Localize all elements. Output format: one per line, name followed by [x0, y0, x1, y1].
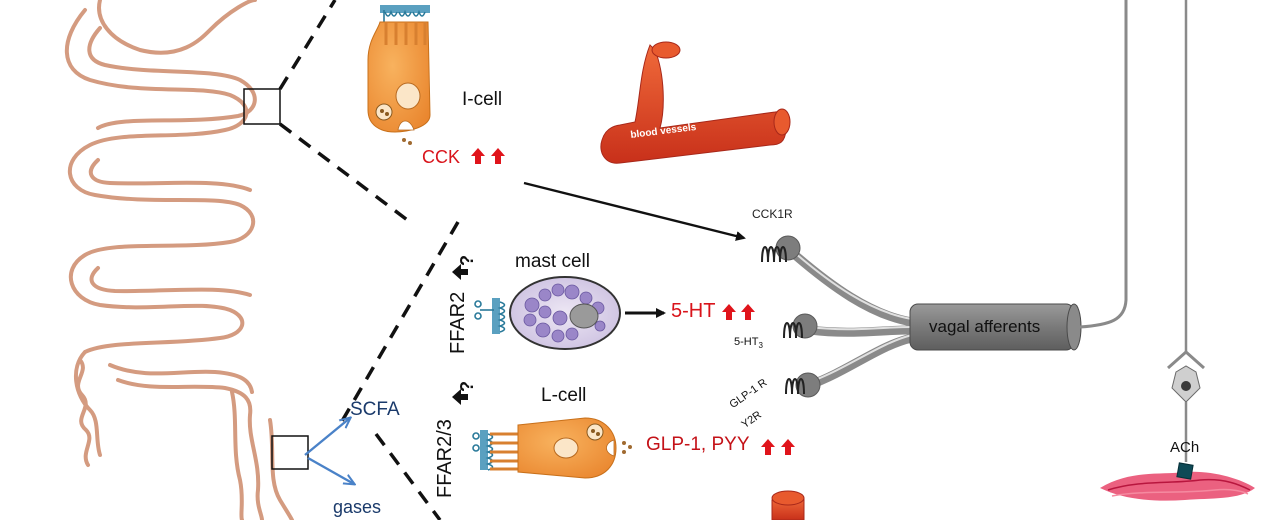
mast-cell	[474, 276, 621, 350]
colon-ascending	[97, 0, 257, 55]
granule-icon	[586, 423, 604, 441]
serotonin-increase-icon	[722, 304, 755, 320]
ffar23-question-label: ?	[457, 381, 477, 392]
neuron-icon	[1171, 365, 1201, 462]
cck-label: CCK	[422, 147, 461, 167]
zoom-box-upper	[243, 88, 281, 125]
vagal-to-brain-line	[1079, 0, 1128, 329]
receptor-coils	[761, 246, 805, 395]
l-cell-label: L-cell	[541, 385, 587, 406]
5ht3-subscript: 3	[758, 341, 763, 351]
small-intestine-outer	[64, 8, 256, 354]
i-cell-label: I-cell	[462, 89, 503, 110]
target-tissue	[1100, 462, 1255, 501]
mast-cell-label: mast cell	[515, 251, 590, 272]
colon-wavy-3	[116, 378, 264, 520]
ffar23-label: FFAR2/3	[434, 419, 456, 498]
small-intestine-inner-2	[88, 158, 252, 192]
5ht3-prefix: 5-HT	[734, 336, 759, 348]
blood-vessel-lower	[771, 490, 805, 520]
cck1r-label: CCK1R	[752, 207, 793, 221]
cck-increase-icon	[471, 148, 505, 164]
colon-wavy-1	[76, 358, 92, 467]
zoom-box-lower	[271, 435, 309, 470]
receptor-icon	[472, 430, 494, 471]
cck-arrow	[523, 181, 746, 241]
blood-vessel-upper	[600, 41, 791, 164]
l-cell	[472, 417, 632, 479]
projection-lines	[278, 0, 460, 520]
colon-wavy-2	[108, 363, 254, 394]
ffar2-label: FFAR2	[447, 291, 469, 354]
glp1-pyy-label: GLP-1, PYY	[646, 434, 750, 455]
nerve-branches	[790, 250, 917, 390]
intestine-outline	[64, 0, 294, 520]
vagal-afferents-label: vagal afferents	[929, 317, 1041, 336]
receptor-icon	[380, 5, 430, 22]
nerve-branch-highlight	[794, 252, 913, 383]
serotonin-label: 5-HT	[671, 300, 716, 322]
ach-label: ACh	[1170, 439, 1200, 456]
scfa-arrow	[304, 418, 350, 456]
5ht3-label: 5-HT3	[734, 337, 763, 350]
receptor-icon	[474, 298, 506, 334]
gases-arrow	[307, 456, 354, 484]
small-intestine-inner-3	[89, 266, 252, 297]
nerve-bundle-icon	[909, 303, 1082, 351]
left-arrow-icon	[452, 264, 468, 280]
glp1-increase-icon	[761, 439, 795, 455]
granule-icon	[375, 103, 393, 121]
scfa-label: SCFA	[350, 399, 400, 420]
gases-label: gases	[333, 497, 382, 517]
small-intestine-inner	[87, 26, 257, 130]
rectum-outline	[268, 418, 294, 520]
colon-descending	[73, 350, 102, 457]
colon-wavy-4	[230, 390, 244, 520]
ffar2-question-label: ?	[457, 255, 477, 266]
neuron-dendrites	[1167, 349, 1205, 370]
i-cell	[367, 5, 431, 145]
